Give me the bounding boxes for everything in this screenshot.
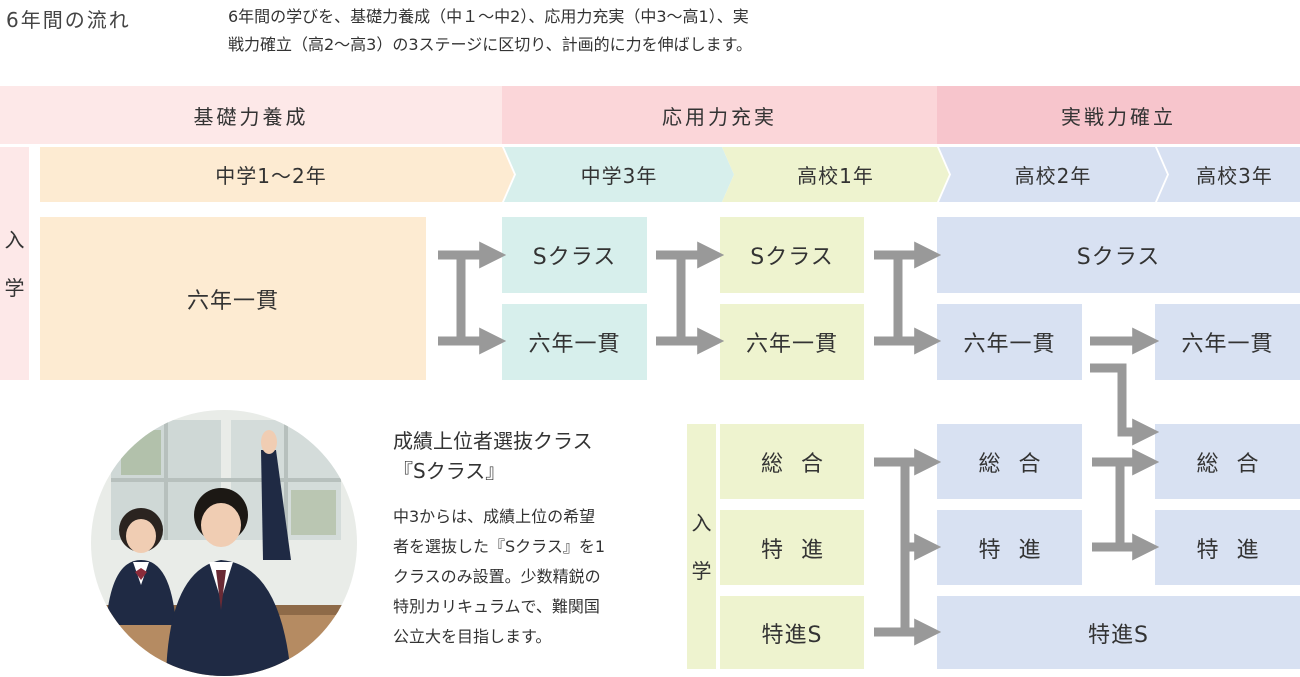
grade-ms3: 中学3年 [580,164,658,188]
feature-body-line-4: 特別カリキュラムで、難関国 [393,597,600,616]
feature-title-line-2: 『Sクラス』 [393,459,506,483]
box-ms3-s-class: Sクラス [502,217,647,293]
entry-char-1-lower: 入 [691,510,712,535]
box-hs2-integrated: 六年一貫 [937,304,1082,380]
entry-label-upper: 入 学 [0,147,29,380]
grade-chevron-hs1 [722,147,949,202]
box-hs1-advanced: 特進 [720,510,864,585]
stage-basic: 基礎力養成 [0,86,502,144]
feature-body-line-2: 者を選抜した『Sクラス』を1 [393,537,606,556]
grade-chevron-ms12 [40,147,514,202]
feature-body-line-5: 公立大を目指します。 [393,627,552,646]
entry-char-2: 学 [4,275,25,300]
box-hs23-advanced-s: 特進S [937,596,1300,669]
box-hs1-general: 総合 [720,424,864,499]
box-hs2-general: 総合 [937,424,1082,499]
box-ms3-integrated: 六年一貫 [502,304,647,380]
grade-chevron-hs2 [939,147,1167,202]
entry-char-1: 入 [4,227,25,252]
grade-hs2: 高校2年 [1014,164,1092,188]
entry-label-lower: 入 学 [687,424,716,669]
feature-body-line-1: 中3からは、成績上位の希望 [393,507,596,526]
box-hs1-s-class: Sクラス [720,217,864,293]
box-hs3-advanced: 特進 [1155,510,1300,585]
description-line-2: 戦力確立（高2～高3）の3ステージに区切り、計画的に力を伸ばします。 [228,35,752,54]
feature-title-line-1: 成績上位者選抜クラス [393,429,593,453]
page-title: 6年間の流れ [6,8,131,32]
grade-ms12: 中学1～2年 [215,164,327,188]
box-hs23-s-class: Sクラス [937,217,1300,293]
entry-char-2-lower: 学 [691,558,712,583]
grade-hs3: 高校3年 [1196,164,1273,188]
box-ms12-integrated: 六年一貫 [40,217,426,380]
stage-practical: 実戦力確立 [937,86,1300,144]
stage-applied: 応用力充実 [502,86,937,144]
grade-hs1: 高校1年 [797,164,874,188]
description-line-1: 6年間の学びを、基礎力養成（中１～中2）、応用力充実（中3～高1）、実 [228,7,749,26]
box-hs3-general: 総合 [1155,424,1300,499]
box-hs1-advanced-s: 特進S [720,596,864,669]
students-photo [91,410,357,676]
feature-body-line-3: クラスのみ設置。少数精鋭の [393,567,601,586]
grade-chevron-ms3 [504,147,734,202]
grade-chevron-hs3 [1157,147,1300,202]
box-hs1-integrated: 六年一貫 [720,304,864,380]
box-hs3-integrated: 六年一貫 [1155,304,1300,380]
students-photo-illustration [91,410,357,676]
box-hs2-advanced: 特進 [937,510,1082,585]
